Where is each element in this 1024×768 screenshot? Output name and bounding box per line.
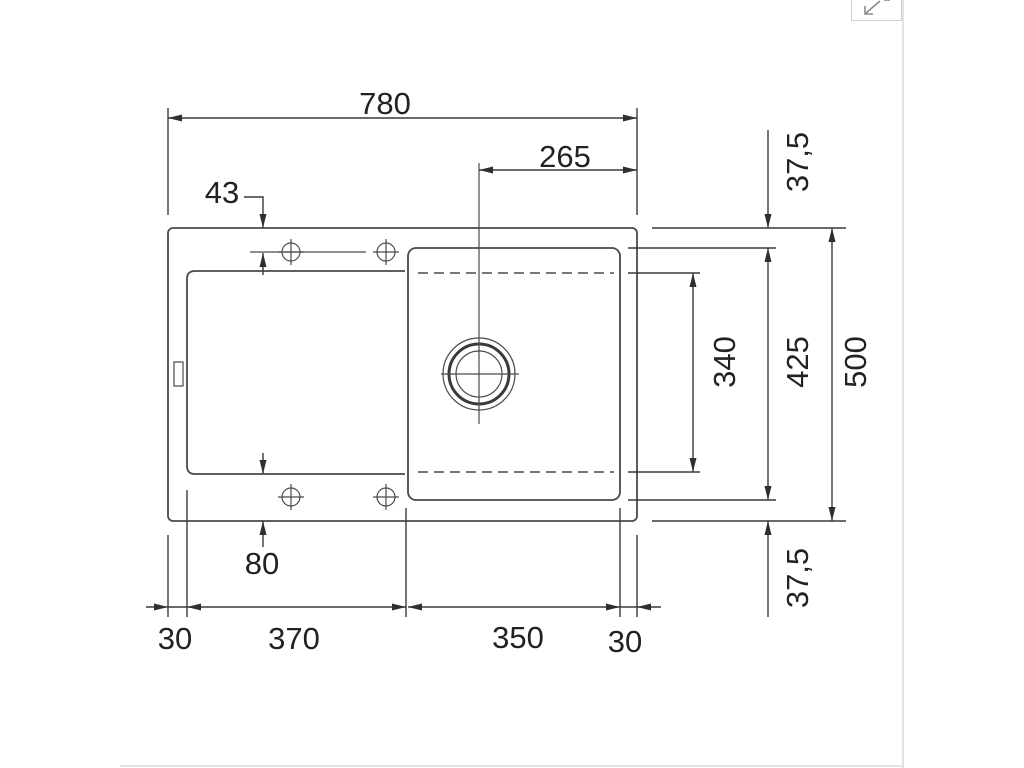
dimension-label: 80 [245,546,279,581]
dimension-label: 30 [158,621,192,656]
dimension-label: 780 [359,86,411,121]
dimension-label: 43 [205,175,239,210]
dimension-label: 30 [608,624,642,659]
dimension-label: 500 [838,336,873,388]
shrink-view-button[interactable] [851,0,902,21]
dimension-label: 370 [268,621,320,656]
drainer-area [186,270,405,475]
dimension-label: 350 [492,620,544,655]
sink-outline [167,227,638,522]
dimension-label: 37,5 [780,132,815,192]
tap-hole-icon [278,239,304,265]
tap-hole-icon [278,484,304,510]
bowl-outline [407,247,621,501]
tap-hole-icon [373,239,399,265]
dimension-label: 265 [539,139,591,174]
tap-hole-icon [373,484,399,510]
dimension-label: 340 [707,336,742,388]
dimension-label: 37,5 [780,548,815,608]
dimension-label: 425 [780,336,815,388]
shrink-arrow-icon [864,0,890,15]
sink-outer-edge [167,227,638,522]
drain-circle-icon [441,163,519,424]
dimension-leader-43 [244,196,267,228]
overflow-slot [173,361,184,387]
